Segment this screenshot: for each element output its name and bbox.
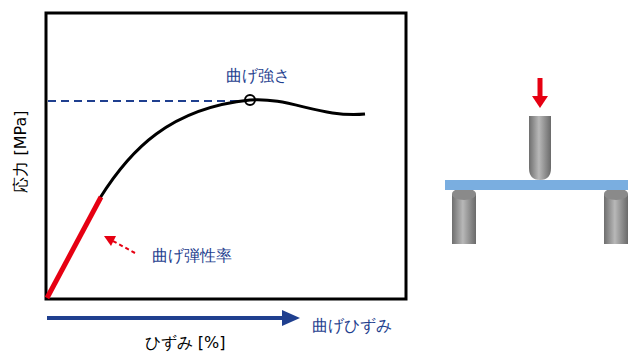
- peak-marker: [245, 95, 255, 105]
- specimen-bar: [445, 180, 628, 190]
- strength-level: [48, 100, 244, 102]
- axis-title: ひずみ [%]: [145, 333, 226, 352]
- loading-punch: [529, 116, 551, 180]
- plot-frame: [46, 13, 406, 299]
- strain-arrow-head: [282, 310, 300, 326]
- elastic-slope: [47, 197, 101, 298]
- strength-label: 曲げ強さ: [226, 66, 290, 85]
- load-arrow-head: [532, 96, 548, 108]
- support: [604, 194, 628, 244]
- support: [452, 194, 476, 244]
- strain-arrow: [47, 316, 284, 320]
- leader-line: [113, 241, 135, 253]
- load-arrow: [538, 78, 543, 98]
- modulus-label: 曲げ弾性率: [152, 246, 232, 265]
- axis-title: 応力 [MPa]: [11, 111, 30, 193]
- leader-head: [104, 236, 116, 246]
- stress-curve: [100, 100, 365, 198]
- strain-label: 曲げひずみ: [312, 316, 392, 335]
